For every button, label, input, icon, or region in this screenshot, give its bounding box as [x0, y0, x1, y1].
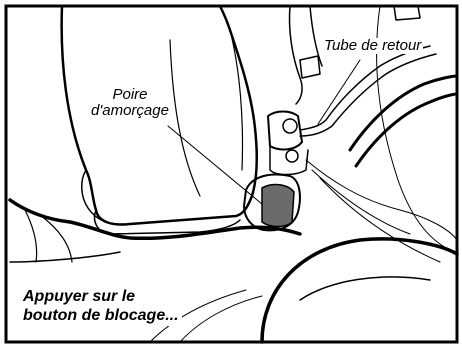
instruction-label-line2: bouton de blocage... [23, 306, 179, 325]
lower-left-edge [10, 252, 120, 262]
mount-hole [286, 150, 298, 162]
fitting-nut [283, 119, 297, 133]
primer-bulb-label: Poire d'amorçage [80, 87, 180, 119]
return-tube-label: Tube de retour [322, 38, 423, 54]
instruction-label: Appuyer sur le bouton de blocage... [20, 286, 182, 326]
primer-bulb-leader [168, 126, 262, 204]
tank-ridge [300, 277, 430, 300]
upper-housing [289, 6, 322, 104]
primer-bulb-label-line1: Poire [80, 87, 180, 103]
instruction-label-line1: Appuyer sur le [23, 287, 179, 306]
tank-dome [262, 239, 457, 342]
return-tube-leader [318, 60, 360, 124]
primer-bulb-label-line2: d'amorçage [80, 103, 180, 119]
blocking-button [262, 185, 294, 227]
